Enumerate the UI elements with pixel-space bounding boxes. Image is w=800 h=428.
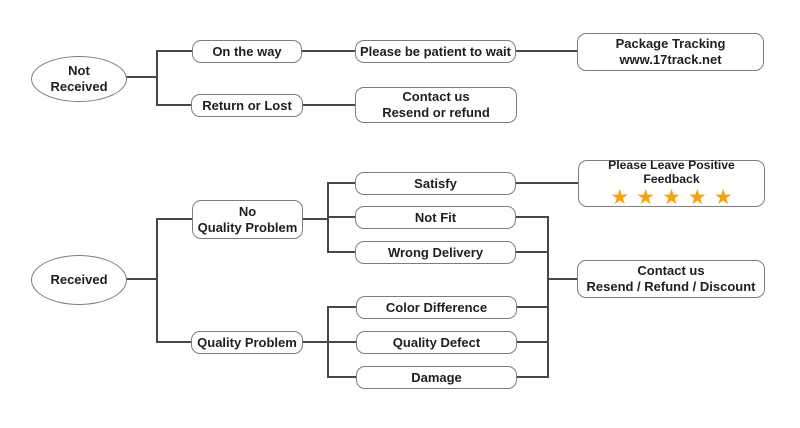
node-label: Return or Lost: [202, 97, 292, 113]
connector-line: [303, 218, 328, 220]
connector-line: [157, 218, 192, 220]
node-contact-resend-refund-discount: Contact us Resend / Refund / Discount: [577, 260, 765, 298]
connector-line: [328, 306, 356, 308]
connector-line: [548, 278, 577, 280]
node-label: Quality Problem: [197, 219, 298, 235]
connector-line: [157, 341, 191, 343]
node-label: Damage: [411, 369, 462, 385]
node-no-quality-problem: No Quality Problem: [192, 200, 303, 239]
node-label: Color Difference: [385, 299, 488, 315]
node-quality-defect: Quality Defect: [356, 331, 517, 354]
connector-line: [302, 50, 355, 52]
node-label: Resend or refund: [382, 105, 490, 120]
node-label: Contact us: [402, 89, 470, 104]
node-be-patient: Please be patient to wait: [355, 40, 516, 63]
node-label: Please be patient to wait: [360, 43, 511, 59]
connector-line: [516, 216, 548, 218]
connector-line: [328, 376, 356, 378]
node-contact-resend-refund: Contact us Resend or refund: [355, 87, 517, 123]
connector-line: [303, 341, 328, 343]
connector-line: [516, 251, 548, 253]
node-label: Wrong Delivery: [387, 244, 484, 260]
connector-line: [328, 251, 355, 253]
node-not-received: Not Received: [31, 56, 127, 102]
node-label: Not Fit: [414, 209, 457, 225]
connector-line: [328, 182, 355, 184]
connector-line: [328, 216, 355, 218]
node-package-tracking: Package Tracking www.17track.net: [577, 33, 764, 71]
connector-line: [516, 182, 578, 184]
connector-line: [517, 306, 548, 308]
connector-line: [157, 50, 192, 52]
node-satisfy: Satisfy: [355, 172, 516, 195]
connector-line: [156, 50, 158, 106]
connector-line: [156, 218, 158, 343]
connector-line: [123, 278, 157, 280]
node-label: Resend / Refund / Discount: [586, 279, 756, 294]
connector-line: [303, 104, 355, 106]
node-return-or-lost: Return or Lost: [191, 94, 303, 117]
connector-line: [328, 341, 356, 343]
node-received: Received: [31, 255, 127, 305]
connector-line: [123, 76, 157, 78]
node-label: Quality Problem: [197, 334, 297, 350]
node-label: Package Tracking: [615, 36, 726, 51]
node-label: www.17track.net: [619, 52, 722, 67]
node-not-fit: Not Fit: [355, 206, 516, 229]
node-color-difference: Color Difference: [356, 296, 517, 319]
connector-line: [516, 50, 577, 52]
connector-line: [157, 104, 191, 106]
connector-line: [517, 341, 548, 343]
connector-line: [517, 376, 548, 378]
node-label: Contact us: [637, 263, 705, 278]
node-label: Received: [50, 79, 108, 94]
node-label: Received: [50, 272, 108, 287]
node-on-the-way: On the way: [192, 40, 302, 63]
node-quality-problem: Quality Problem: [191, 331, 303, 354]
node-damage: Damage: [356, 366, 517, 389]
node-label: Not: [68, 63, 90, 78]
connector-line: [547, 216, 549, 378]
node-label: No: [238, 203, 257, 219]
five-star-rating-icon: ★★★★★: [610, 186, 740, 209]
node-label: Satisfy: [414, 175, 457, 191]
node-wrong-delivery: Wrong Delivery: [355, 241, 516, 264]
node-positive-feedback: Please Leave Positive Feedback ★★★★★: [578, 158, 765, 209]
node-label: Quality Defect: [392, 334, 481, 350]
node-label: Please Leave Positive Feedback: [608, 158, 735, 186]
node-label: On the way: [212, 43, 282, 59]
